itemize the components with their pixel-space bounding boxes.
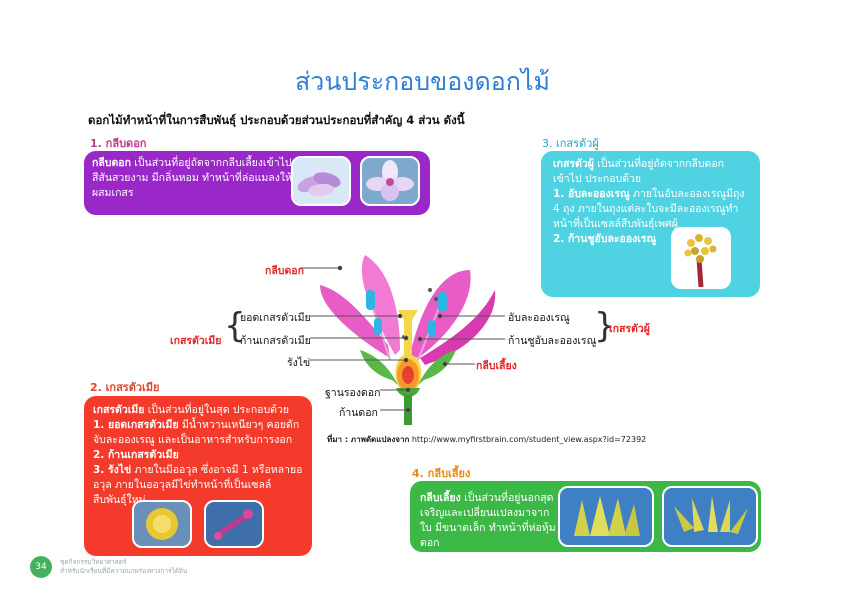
sepal-term: กลีบเลี้ยง [420,492,461,504]
pistil-card: เกสรตัวเมีย เป็นส่วนที่อยู่ในสุด ประกอบด… [84,396,312,556]
sepal-card: กลีบเลี้ยง เป็นส่วนที่อยู่นอกสุด เจริญแล… [410,481,761,552]
intro-text: ดอกไม้ทำหน้าที่ในการสืบพันธุ์ ประกอบด้วย… [88,113,465,127]
petal-photo-1 [291,156,351,206]
pistil-photo-1 [132,500,192,548]
image-credit: ที่มา : ภาพดัดแปลงจาก http://www.myfirst… [327,435,647,444]
pistil-heading: 2. เกสรตัวเมีย [90,381,160,394]
petal-term: กลีบดอก [92,157,131,169]
pistil-photo-2 [204,500,264,548]
petal-desc: กลีบดอก เป็นส่วนที่อยู่ถัดจากกลีบเลี้ยงเ… [92,157,305,199]
diagram-style-label: ก้านเกสรตัวเมีย [240,335,311,347]
anther-left-1 [366,290,375,310]
stamen-photo [671,227,731,289]
stamen-desc: เกสรตัวผู้ เป็นส่วนที่อยู่ถัดจากกลีบดอกเ… [553,158,725,185]
pistil-desc: เกสรตัวเมีย เป็นส่วนที่อยู่ในสุด ประกอบด… [93,404,290,416]
diagram-sepal-label: กลีบเลี้ยง [476,360,517,372]
petal-right-outer-shape [420,290,496,365]
stamen-item-2: 2. ก้านชูอับละอองเรณู [553,233,657,245]
diagram-filament-label: ก้านชูอับละอองเรณู [508,335,597,347]
diagram-receptacle-label: ฐานรองดอก [325,387,381,399]
stamen-term: เกสรตัวผู้ [553,158,594,170]
sepal-photo-1 [558,486,654,547]
petal-left-shape [320,285,390,358]
diagram-pistil-group-label: เกสรตัวเมีย [170,335,222,347]
petal-heading: 1. กลีบดอก [90,137,147,150]
sepal-left-shape [360,350,398,385]
stamen-card: เกสรตัวผู้ เป็นส่วนที่อยู่ถัดจากกลีบดอกเ… [541,151,760,297]
stamen-brace: } [594,306,616,346]
anther-right-2 [428,320,436,337]
petal-card: กลีบดอก เป็นส่วนที่อยู่ถัดจากกลีบเลี้ยงเ… [84,151,430,215]
stamen-item-1: 1. อับละอองเรณู ภายในอับละอองเรณูมีถุง 4… [553,188,745,230]
petal-photo-2 [360,156,420,206]
page-number: 34 [30,556,52,578]
pistil-item-3: 3. รังไข่ ภายในมีออวุล ซึ่งอาจมี 1 หรือห… [93,464,303,506]
pistil-term: เกสรตัวเมีย [93,404,145,416]
sepal-desc: กลีบเลี้ยง เป็นส่วนที่อยู่นอกสุด เจริญแล… [420,492,556,549]
sepal-photo-2 [662,486,758,547]
ovule-shape [402,366,414,384]
diagram-peduncle-label: ก้านดอก [339,407,378,419]
pistil-item-2: 2. ก้านเกสรตัวเมีย [93,449,179,461]
stamen-heading: 3. เกสรตัวผู้ [542,137,599,150]
anther-left-2 [374,318,382,335]
footer-text: ชุดกิจกรรมวิทยาศาสตร์ สำหรับนักเรียนที่ม… [60,558,188,575]
pistil-brace: { [224,306,246,346]
diagram-petal-label: กลีบดอก [265,265,304,277]
diagram-anther-label: อับละอองเรณู [508,312,570,324]
sepal-right-shape [418,350,456,385]
page-title: ส่วนประกอบของดอกไม้ [295,67,550,96]
sepal-heading: 4. กลีบเลี้ยง [412,467,471,480]
flower-diagram [300,255,505,425]
diagram-ovary-label: รังไข่ [287,357,311,369]
diagram-stigma-label: ยอดเกสรตัวเมีย [240,312,311,324]
anther-right-1 [438,292,447,312]
petal-back-shape [361,255,400,355]
diagram-stamen-group-label: เกสรตัวผู้ [609,323,650,335]
pistil-item-1: 1. ยอดเกสรตัวเมีย มีน้ำหวานเหนียวๆ คอยดั… [93,419,300,446]
